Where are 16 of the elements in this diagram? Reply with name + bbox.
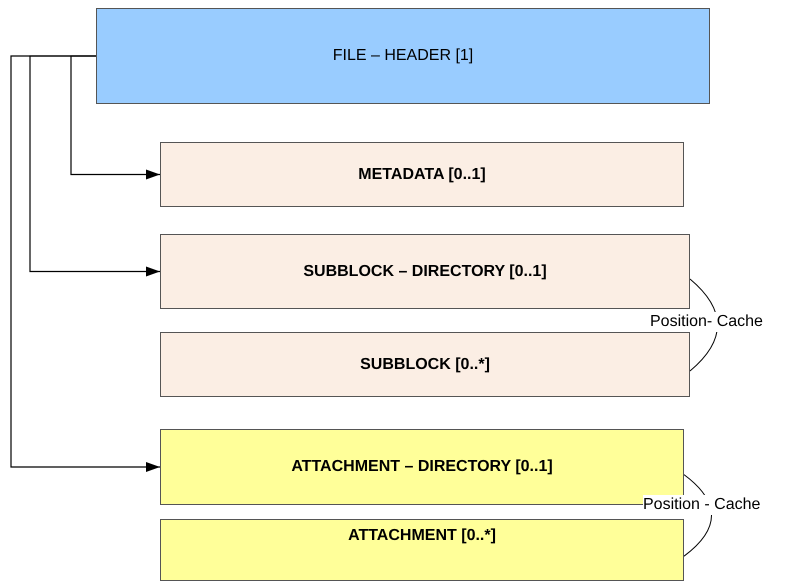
process-box [160,519,684,581]
box-label: METADATA [0..1] [358,164,486,184]
process-box [160,234,690,309]
box-label: SUBBLOCK [0..*] [360,354,490,374]
box-label: ATTACHMENT – DIRECTORY [0..1] [291,457,553,477]
arrow [10,55,160,472]
process-box [96,8,710,104]
edge-label: Position - Cache [643,495,760,515]
edge-label: Position- Cache [650,312,763,332]
box-label: SUBBLOCK – DIRECTORY [0..1] [303,262,547,282]
box-label: ATTACHMENT [0..*] [348,526,496,546]
process-box [160,142,684,207]
box-label: FILE – HEADER [1] [332,46,474,66]
arrow [70,55,160,180]
arrow [29,55,160,276]
process-box [160,332,690,397]
